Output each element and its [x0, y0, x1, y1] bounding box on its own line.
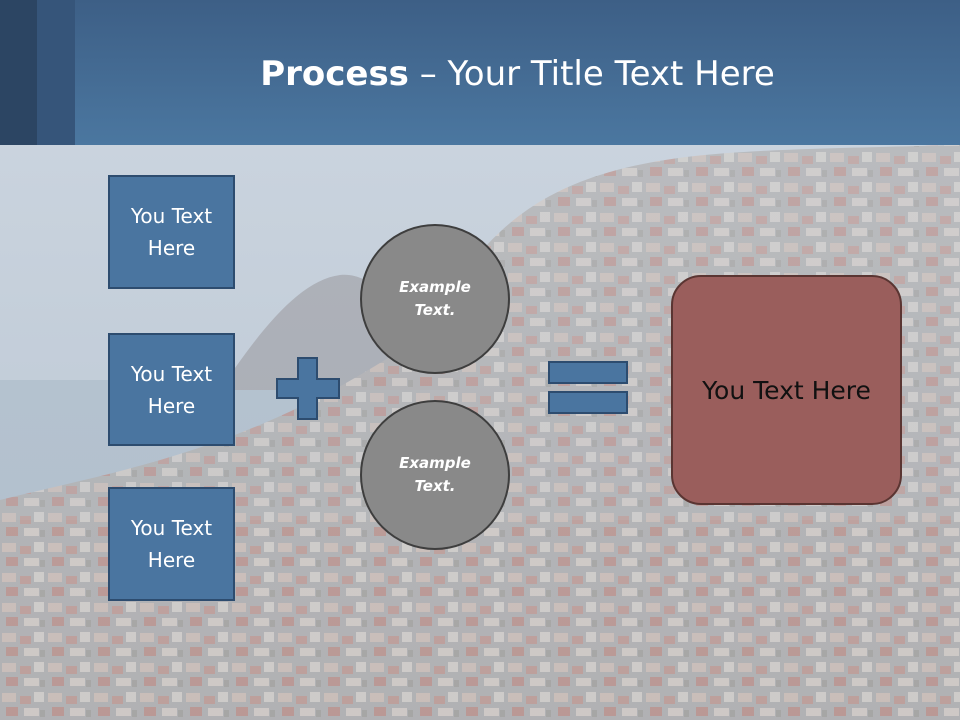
input-box-2: You Text Here	[108, 333, 235, 446]
slide-title: Process – Your Title Text Here	[75, 50, 960, 98]
input-box-1-label: You Text Here	[130, 204, 213, 260]
example-circle-2-label: Example Text.	[399, 454, 471, 495]
example-circle-1-label: Example Text.	[399, 278, 471, 319]
input-box-3: You Text Here	[108, 487, 235, 601]
input-box-1: You Text Here	[108, 175, 235, 289]
title-rest: – Your Title Text Here	[408, 54, 775, 94]
example-circle-2: Example Text.	[360, 400, 510, 550]
example-circle-1: Example Text.	[360, 224, 510, 374]
header-stripe-dark	[0, 0, 37, 145]
title-bold: Process	[260, 54, 409, 94]
input-box-3-label: You Text Here	[130, 516, 213, 572]
plus-icon	[276, 357, 340, 420]
header-band	[0, 0, 960, 145]
header-stripe-mid	[37, 0, 75, 145]
result-box: You Text Here	[671, 275, 902, 505]
result-box-label: You Text Here	[702, 375, 871, 405]
equals-icon	[548, 361, 628, 414]
input-box-2-label: You Text Here	[130, 361, 213, 418]
